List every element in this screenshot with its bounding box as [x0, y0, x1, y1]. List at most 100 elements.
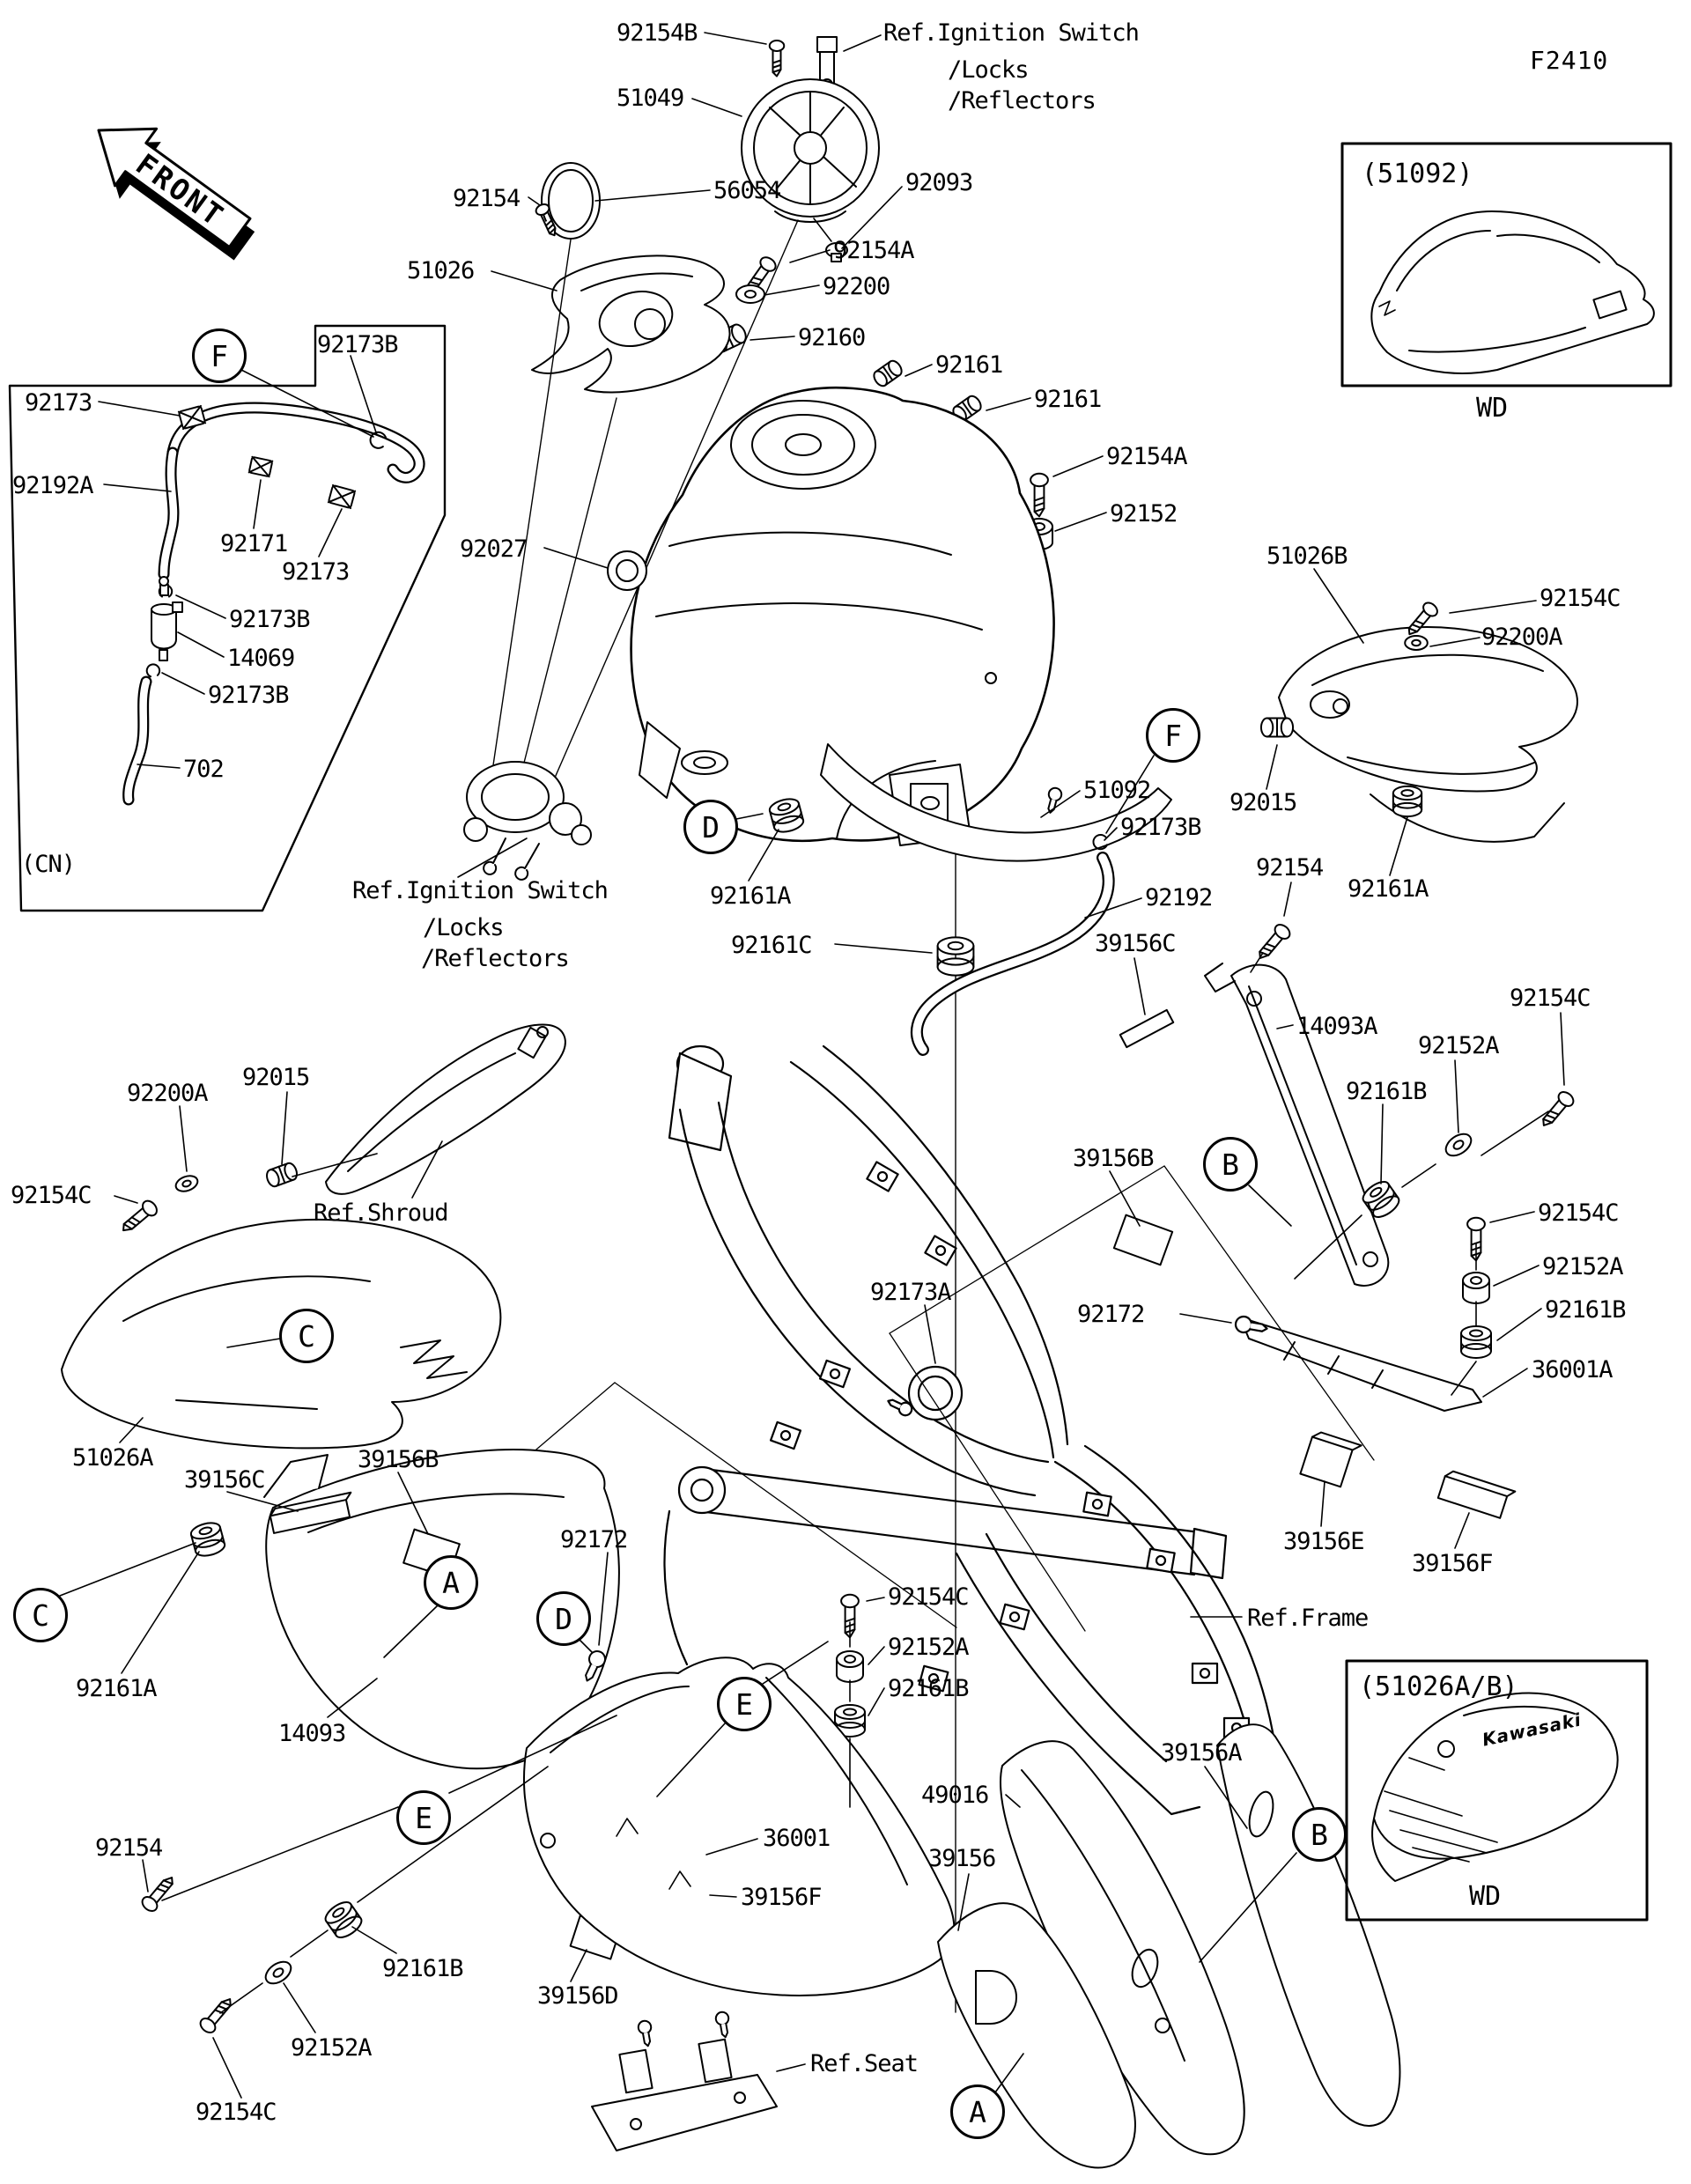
- relation-lines: [490, 220, 956, 2012]
- part-label-92173b: 92173B: [317, 331, 399, 358]
- ignition-switch: [464, 762, 591, 880]
- part-label-92161a: 92161A: [1348, 875, 1429, 903]
- part-label-92173b: 92173B: [208, 682, 290, 709]
- callout-E: E: [717, 1677, 772, 1731]
- part-label-92154c: 92154C: [196, 2099, 277, 2126]
- part-label-92161: 92161: [935, 351, 1003, 379]
- part-label-92154a: 92154A: [1106, 443, 1188, 470]
- heat-guard-51092: [821, 744, 1171, 861]
- inset-51026AB: [1347, 1661, 1647, 1920]
- part-label-36001a: 36001A: [1532, 1356, 1613, 1383]
- cover-51026B: [1259, 599, 1577, 841]
- part-label-92152a: 92152A: [1418, 1032, 1500, 1059]
- frame-brackets: [771, 1162, 1249, 1738]
- part-label-92154: 92154: [1256, 854, 1324, 882]
- part-label-92154c: 92154C: [1510, 985, 1591, 1012]
- part-label-92173b: 92173B: [1120, 814, 1202, 841]
- part-label-92200a: 92200A: [1481, 623, 1563, 651]
- part-label-92152a: 92152A: [1542, 1253, 1624, 1280]
- part-label-51092: 51092: [1083, 777, 1151, 804]
- part-label-refseat: Ref.Seat: [810, 2050, 919, 2077]
- callout-D: D: [536, 1591, 591, 1646]
- part-label-92161a: 92161A: [710, 882, 792, 910]
- cover-14093: [264, 1450, 619, 1768]
- callout-F: F: [192, 328, 247, 383]
- part-label-39156c: 39156C: [1095, 930, 1177, 957]
- part-label-92154c: 92154C: [888, 1583, 970, 1611]
- cover-49016: [1001, 1741, 1244, 2154]
- leader-lines: [60, 33, 1564, 2098]
- part-label-refignitionswitch: Ref.Ignition Switch: [352, 877, 609, 904]
- part-label-92154c: 92154C: [11, 1182, 92, 1209]
- part-label-51026: 51026: [407, 257, 475, 284]
- part-label-39156f: 39156F: [1412, 1550, 1494, 1577]
- part-label-92154b: 92154B: [617, 19, 698, 47]
- part-label-36001: 36001: [763, 1825, 831, 1852]
- pad-39156: [938, 1903, 1135, 2167]
- callout-F: F: [1146, 708, 1200, 763]
- part-label-39156e: 39156E: [1283, 1528, 1365, 1555]
- part-label-92172: 92172: [560, 1526, 628, 1553]
- part-label-92173: 92173: [282, 558, 350, 586]
- part-label-92161b: 92161B: [1346, 1078, 1428, 1105]
- part-label-92154: 92154: [453, 185, 521, 212]
- part-label-39156d: 39156D: [537, 1982, 619, 2010]
- part-label-92200a: 92200A: [127, 1080, 209, 1107]
- part-label-92152a: 92152A: [888, 1634, 970, 1661]
- fuel-filter: [151, 577, 182, 660]
- part-label-14093a: 14093A: [1296, 1013, 1378, 1040]
- part-label-51049: 51049: [617, 85, 684, 112]
- d-shaped-hole: [976, 1971, 1016, 2024]
- callout-B: B: [1203, 1137, 1258, 1192]
- callout-E: E: [396, 1790, 451, 1845]
- part-label-39156a: 39156A: [1161, 1739, 1243, 1767]
- part-label-reflectors: /Reflectors: [948, 87, 1097, 114]
- part-label-reflectors: /Reflectors: [421, 945, 570, 972]
- part-label-39156b: 39156B: [1073, 1145, 1155, 1172]
- part-label-39156c: 39156C: [184, 1466, 266, 1494]
- part-label-92192a: 92192A: [12, 472, 94, 499]
- seat-bracket-ref: [592, 2010, 777, 2151]
- inset-51026ab-label: (51026A/B): [1359, 1671, 1518, 1702]
- part-label-92161a: 92161A: [76, 1675, 158, 1702]
- part-label-92173: 92173: [25, 389, 92, 417]
- inset-51092-caption: WD: [1476, 393, 1509, 424]
- part-label-14069: 14069: [227, 645, 295, 672]
- part-label-92161b: 92161B: [888, 1675, 970, 1702]
- callout-D: D: [683, 800, 738, 854]
- inset-51026ab-caption: WD: [1469, 1881, 1502, 1912]
- part-label-92027: 92027: [460, 535, 528, 563]
- part-label-locks: /Locks: [423, 914, 505, 941]
- part-label-39156b: 39156B: [358, 1446, 439, 1473]
- part-label-56054: 56054: [713, 177, 781, 204]
- part-label-92161b: 92161B: [382, 1955, 464, 1982]
- part-label-49016: 49016: [921, 1782, 989, 1809]
- part-label-92173a: 92173A: [870, 1279, 952, 1306]
- frame-ref: [664, 1046, 1277, 1814]
- part-label-refframe: Ref.Frame: [1247, 1605, 1369, 1632]
- part-label-locks: /Locks: [948, 56, 1030, 84]
- part-label-92154: 92154: [95, 1834, 163, 1862]
- part-label-92171: 92171: [220, 530, 288, 557]
- part-label-92173b: 92173B: [229, 606, 311, 633]
- callout-A: A: [950, 2084, 1005, 2139]
- part-label-39156f: 39156F: [741, 1884, 823, 1911]
- cover-36001: [524, 1657, 954, 1996]
- part-label-51026a: 51026A: [72, 1444, 154, 1472]
- part-label-51026b: 51026B: [1266, 542, 1348, 570]
- part-label-cn: (CN): [21, 851, 76, 878]
- page-code: F2410: [1530, 46, 1609, 75]
- part-label-92172: 92172: [1077, 1301, 1145, 1328]
- callout-C: C: [279, 1309, 334, 1363]
- part-label-92161: 92161: [1034, 386, 1102, 413]
- part-label-92154a: 92154A: [833, 237, 915, 264]
- part-label-92015: 92015: [242, 1064, 310, 1091]
- part-label-92152: 92152: [1110, 500, 1178, 528]
- part-label-702: 702: [183, 756, 225, 783]
- collar-92027: [608, 551, 646, 590]
- strip-39156A: [1217, 1724, 1399, 2126]
- part-label-92154c: 92154C: [1540, 585, 1621, 612]
- part-label-92161b: 92161B: [1545, 1296, 1627, 1324]
- part-label-92200: 92200: [823, 273, 890, 300]
